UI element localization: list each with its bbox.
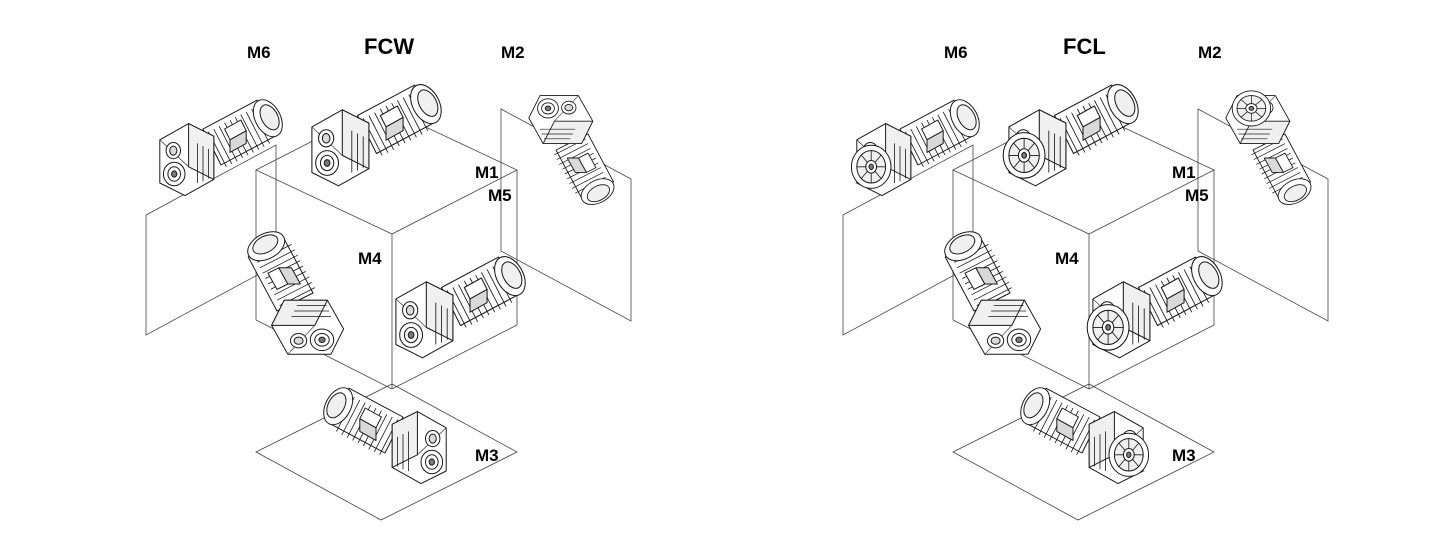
fcl-label-m1: M1 <box>1172 163 1196 182</box>
fcl-unit-m1 <box>1003 79 1144 185</box>
fcw-label-m3: M3 <box>475 446 499 465</box>
fcl-diagram: FCL M6 M2 M1 M5 M4 M3 <box>842 34 1329 521</box>
fcw-unit-m1 <box>311 78 448 187</box>
fcw-unit-m2 <box>528 95 619 211</box>
fcw-label-m4: M4 <box>358 249 382 268</box>
fcl-unit-m6 <box>851 95 985 196</box>
fcl-unit-m4 <box>939 225 1042 355</box>
fcw-label-m1: M1 <box>475 163 499 182</box>
fcw-unit-m5 <box>395 250 532 359</box>
fcw-unit-m6 <box>159 94 289 197</box>
fcw-label-m6: M6 <box>247 43 271 62</box>
fcl-label-m5: M5 <box>1185 186 1209 205</box>
fcw-title: FCW <box>364 34 414 59</box>
fcl-label-m3: M3 <box>1172 446 1196 465</box>
fcw-unit-m4 <box>242 225 345 355</box>
fcw-unit-m3 <box>317 382 447 485</box>
fcl-unit-m5 <box>1087 251 1228 357</box>
fcw-frame <box>145 105 632 521</box>
fcw-label-m2: M2 <box>501 43 525 62</box>
fcw-label-m5: M5 <box>488 186 512 205</box>
fcl-label-m2: M2 <box>1198 43 1222 62</box>
fcw-diagram: FCW M6 M2 M1 M5 M4 M3 <box>145 34 632 521</box>
fcl-label-m6: M6 <box>944 43 968 62</box>
fcl-unit-m3 <box>1015 383 1149 484</box>
fcl-title: FCL <box>1063 34 1106 59</box>
fcl-frame <box>842 105 1329 521</box>
fcl-label-m4: M4 <box>1055 249 1079 268</box>
fcl-unit-m2 <box>1226 91 1316 210</box>
